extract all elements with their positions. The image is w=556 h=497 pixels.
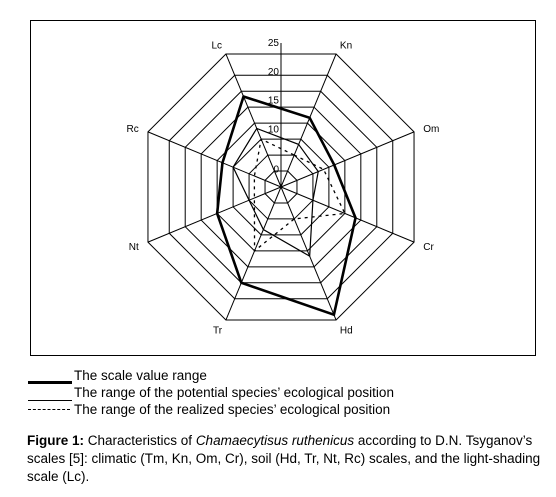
tick-label: 25 <box>268 38 280 49</box>
axis-label: Om <box>423 124 439 135</box>
legend-label: The range of the potential species’ ecol… <box>74 385 394 400</box>
series-thin <box>232 127 319 258</box>
axis-spoke <box>280 53 337 188</box>
axis-spoke <box>147 131 282 188</box>
tick-label: 10 <box>268 124 280 135</box>
axis-label: Lc <box>212 41 223 52</box>
tick-label: 15 <box>268 96 280 107</box>
axis-label: Tr <box>213 325 223 336</box>
caption-part2: according to D.N. Tsyganov’s scales [5]:… <box>27 433 541 484</box>
legend-label: The range of the realized species’ ecolo… <box>74 402 391 417</box>
legend-swatch-dashed <box>28 409 70 410</box>
legend-item-thick: The scale value range <box>28 367 548 384</box>
series-thick <box>215 94 357 317</box>
tick-label: 0 <box>273 165 279 176</box>
legend: The scale value range The range of the p… <box>28 367 548 418</box>
legend-label: The scale value range <box>74 368 207 383</box>
caption-species: Chamaecytisus ruthenicus <box>195 433 355 448</box>
figure-caption: Figure 1: Characteristics of Chamaecytis… <box>27 432 547 486</box>
axis-spoke <box>280 186 337 321</box>
axis-label: Rc <box>126 124 138 135</box>
axis-spoke <box>225 53 282 188</box>
axis-spoke <box>225 186 282 321</box>
legend-item-dashed: The range of the realized species’ ecolo… <box>28 401 548 418</box>
tick-label: 20 <box>268 67 280 78</box>
axis-spoke <box>280 186 415 243</box>
legend-swatch-thin <box>28 400 72 401</box>
caption-part1: Characteristics of <box>84 433 196 448</box>
axis-spoke <box>280 131 415 188</box>
axis-label: Nt <box>129 242 139 253</box>
caption-prefix: Figure 1: <box>27 433 85 448</box>
legend-item-thin: The range of the potential species’ ecol… <box>28 384 548 401</box>
series-dashed <box>253 138 346 253</box>
axis-label: Hd <box>340 325 353 336</box>
axis-label: Kn <box>340 41 352 52</box>
legend-swatch-thick <box>28 381 72 384</box>
axis-label: Cr <box>423 242 434 253</box>
axis-spoke <box>147 186 282 243</box>
